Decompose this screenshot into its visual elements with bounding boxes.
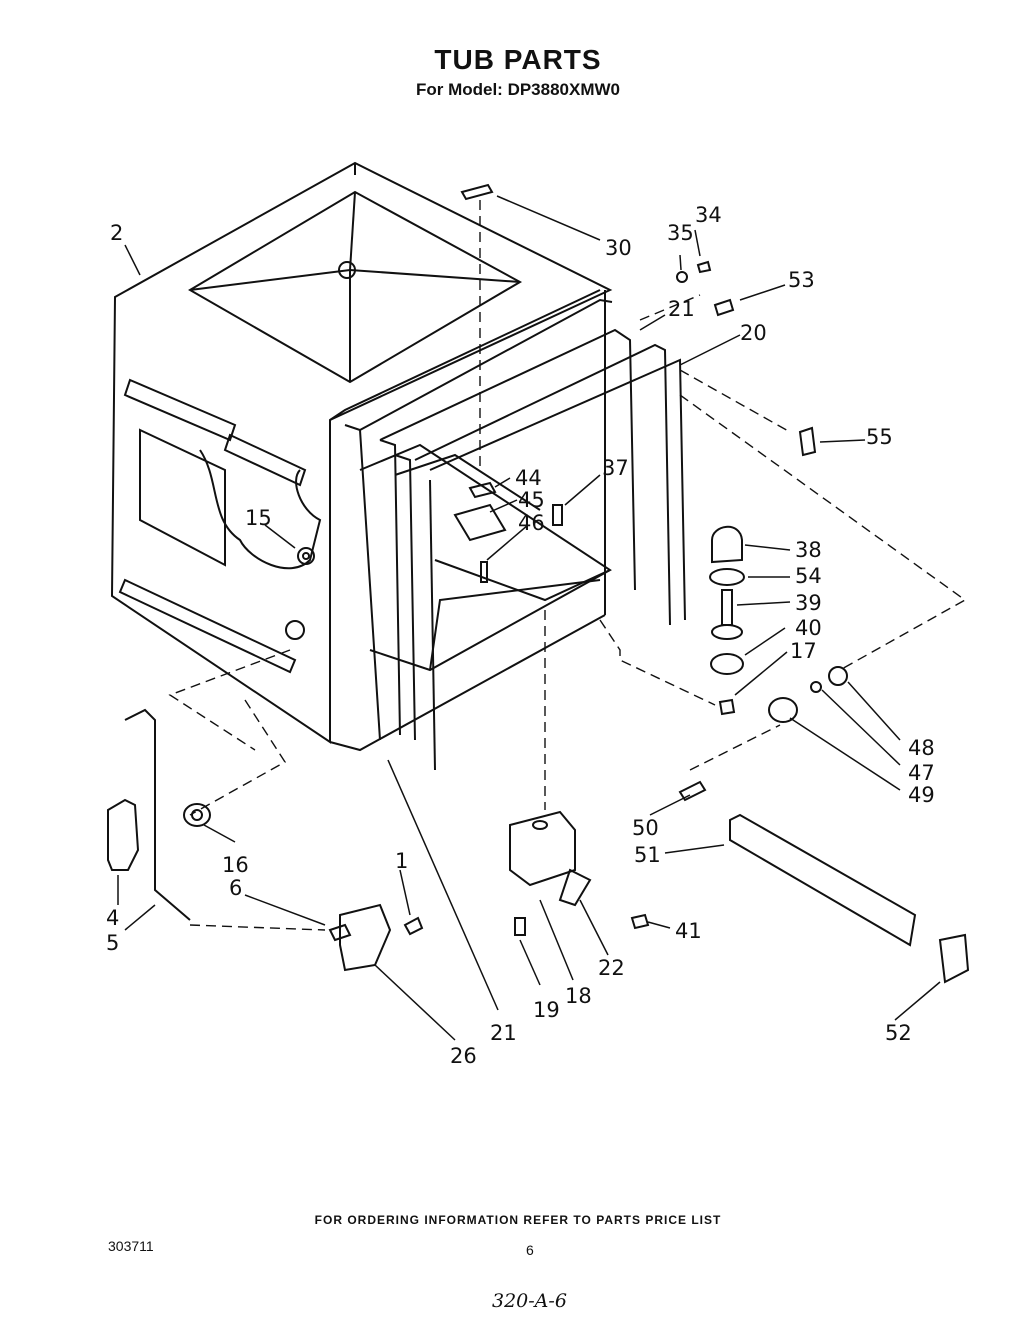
part-labels: 2 30 35 34 53 21 20 55 37 44 45 46 15 38… [106,203,935,1068]
part-label: 47 [908,761,935,785]
assembly-lines [168,200,967,931]
part-label: 46 [518,511,545,535]
part-label: 1 [395,849,408,873]
page-number: 6 [526,1242,534,1258]
part-label: 50 [632,816,659,840]
part-label: 55 [866,425,893,449]
part-label: 22 [598,956,625,980]
page-title: TUB PARTS [434,44,602,75]
part-label: 30 [605,236,632,260]
ordering-info: FOR ORDERING INFORMATION REFER TO PARTS … [314,1213,722,1227]
part-label: 16 [222,853,249,877]
part-label: 51 [634,843,661,867]
part-label: 15 [245,506,272,530]
part-label: 6 [229,876,242,900]
door-frame-gaskets [344,298,686,771]
part-label: 48 [908,736,935,760]
part-label: 54 [795,564,822,588]
part-label: 41 [675,919,702,943]
part-label: 44 [515,466,542,490]
part-label: 37 [602,456,629,480]
part-label: 26 [450,1044,477,1068]
part-label: 34 [695,203,722,227]
part-label: 45 [518,488,545,512]
part-label: 19 [533,998,560,1022]
part-label: 39 [795,591,822,615]
part-label: 17 [790,639,817,663]
part-label: 20 [740,321,767,345]
tub-body [110,161,613,752]
part-label: 18 [565,984,592,1008]
model-subtitle: For Model: DP3880XMW0 [415,80,621,99]
part-label: 21 [490,1021,517,1045]
small-parts [107,183,970,984]
part-label: 21 [668,297,695,321]
part-label: 52 [885,1021,912,1045]
part-label: 38 [795,538,822,562]
document-number: 303711 [108,1238,154,1254]
part-label: 5 [106,931,119,955]
part-label: 40 [795,616,822,640]
leader-lines [117,195,941,1041]
part-label: 53 [788,268,815,292]
handwritten-note: 320-A-6 [492,1290,567,1312]
part-label: 49 [908,783,935,807]
part-label: 35 [667,221,694,245]
part-label: 2 [110,221,123,245]
part-label: 4 [106,906,119,930]
